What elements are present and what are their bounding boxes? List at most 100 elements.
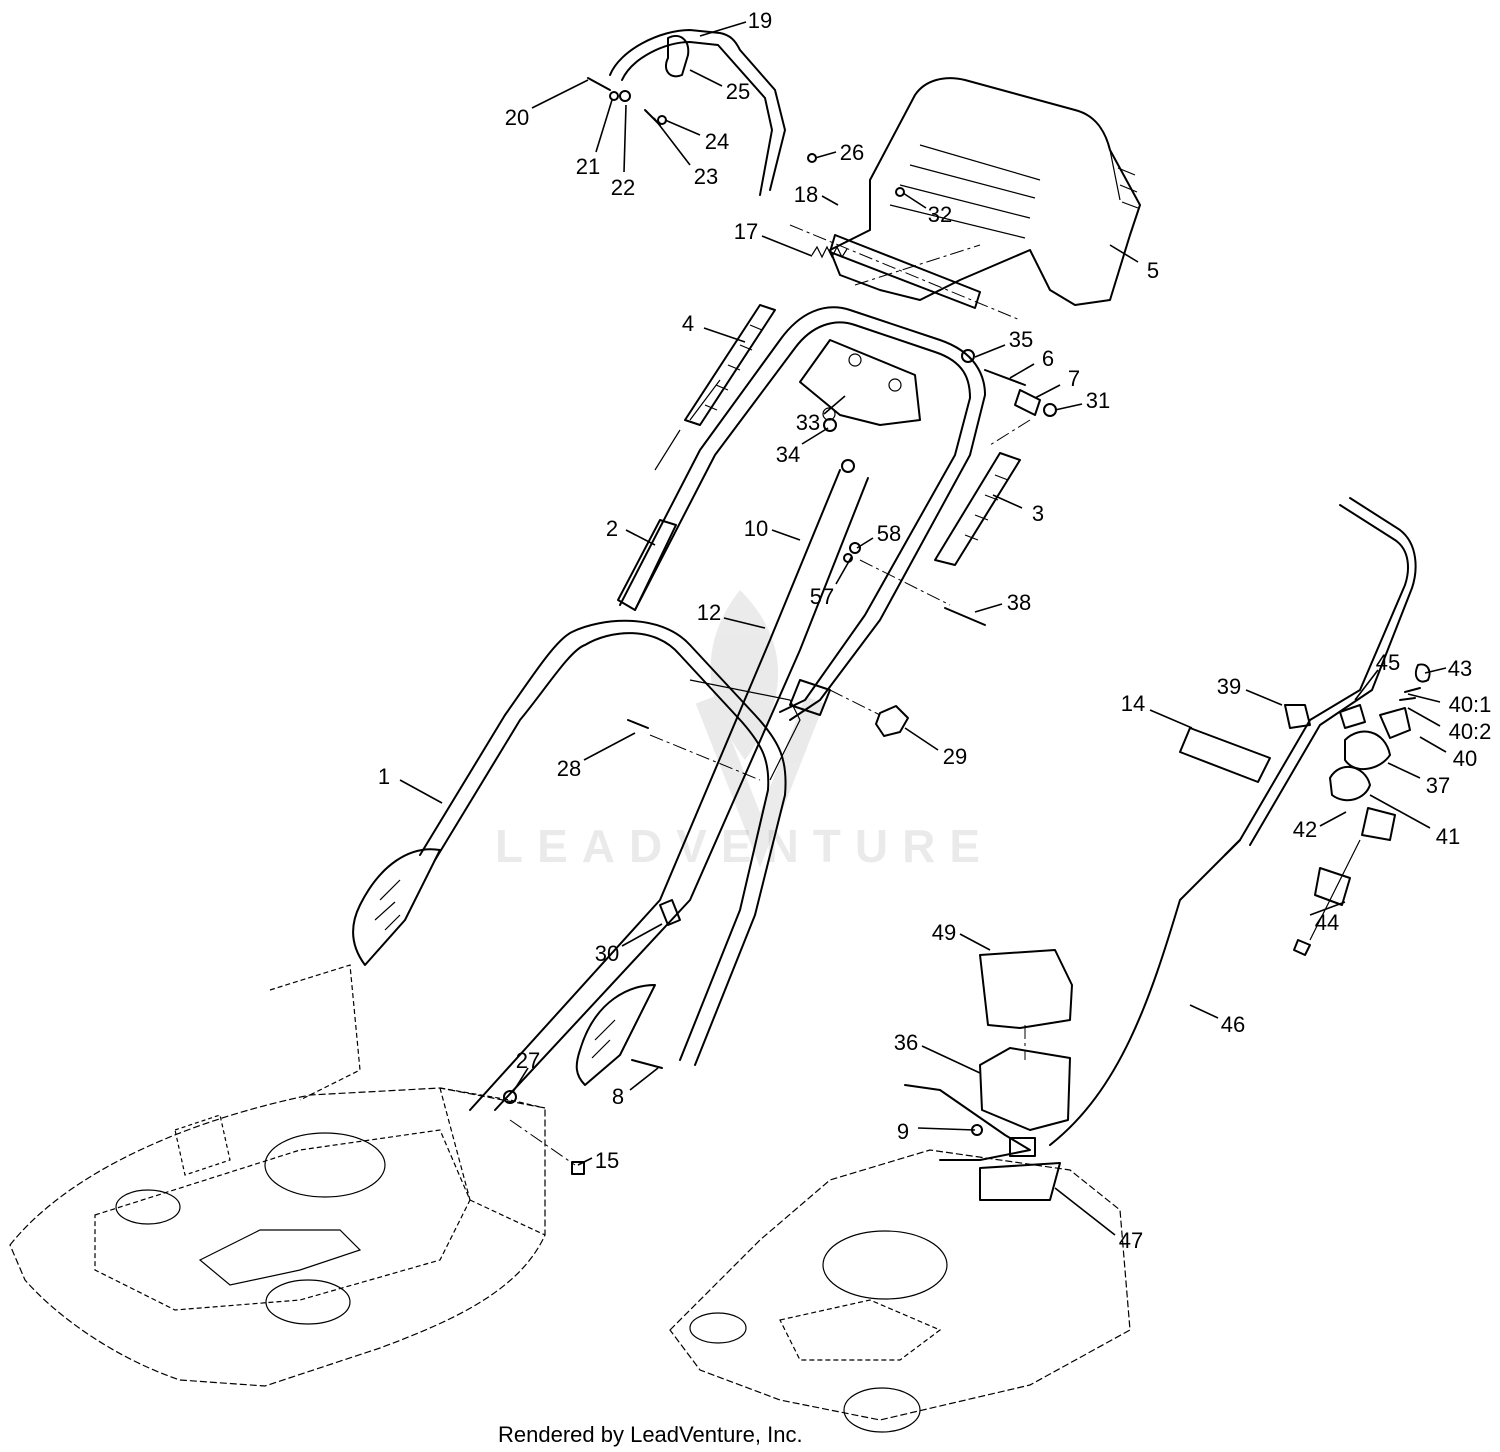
bail-housing <box>829 77 1141 306</box>
callout-leader <box>689 69 723 87</box>
callout-number: 27 <box>516 1048 540 1073</box>
callout-number: 35 <box>1009 327 1033 352</box>
bail-link-plate <box>829 234 981 309</box>
callout-leader <box>814 151 837 159</box>
callout-38: 38 <box>974 590 1031 615</box>
callout-leader <box>992 494 1023 509</box>
callout-leader <box>1109 244 1139 263</box>
mower-deck-right <box>669 1149 1131 1433</box>
callout-number: 57 <box>810 584 834 609</box>
callout-24: 24 <box>664 119 729 154</box>
callout-number: 39 <box>1217 674 1241 699</box>
callout-leader <box>699 21 747 37</box>
upper-handle <box>617 306 986 721</box>
handle-bail-bar <box>609 29 786 196</box>
callout-number: 33 <box>796 410 820 435</box>
callout-leader <box>399 779 443 804</box>
callout-number: 6 <box>1042 346 1054 371</box>
callout-41: 41 <box>1369 794 1460 849</box>
callout-17: 17 <box>734 219 813 257</box>
callout-14: 14 <box>1121 691 1193 729</box>
watermark-text: LEADVENTURE <box>495 820 994 872</box>
callout-number: 14 <box>1121 691 1145 716</box>
callout-number: 24 <box>705 129 729 154</box>
callout-number: 40 <box>1453 746 1477 771</box>
footer-credit: Rendered by LeadVenture, Inc. <box>498 1422 803 1447</box>
callout-leader <box>856 537 874 549</box>
callout-number: 19 <box>748 8 772 33</box>
callout-leader <box>921 1045 981 1074</box>
callout-number: 10 <box>744 516 768 541</box>
callout-23: 23 <box>653 117 718 189</box>
callout-number: 42 <box>1293 817 1317 842</box>
callout-number: 20 <box>505 105 529 130</box>
callout-leader <box>1407 693 1441 703</box>
callout-number: 43 <box>1448 656 1472 681</box>
callout-number: 41 <box>1436 824 1460 849</box>
handle-grip-right <box>934 452 1021 566</box>
callout-leader <box>664 119 701 136</box>
callout-number: 5 <box>1147 258 1159 283</box>
callout-leader <box>1369 794 1431 829</box>
callout-leader <box>583 732 636 761</box>
callout-leader <box>577 1157 593 1166</box>
callout-45: 45 <box>1354 650 1400 701</box>
callout-3: 3 <box>992 494 1044 526</box>
callout-number: 26 <box>840 140 864 165</box>
callout-4: 4 <box>682 311 746 343</box>
callout-number: 15 <box>595 1148 619 1173</box>
foam-grip <box>1179 727 1271 783</box>
callout-number: 40:1 <box>1449 692 1492 717</box>
callout-leader <box>723 617 766 629</box>
callout-leader <box>595 99 613 153</box>
callout-leader <box>1054 1187 1116 1236</box>
callout-leader <box>1054 403 1083 411</box>
callout-leader <box>801 427 829 445</box>
callout-25: 25 <box>689 69 750 104</box>
callout-number: 45 <box>1376 650 1400 675</box>
callout-number: 44 <box>1315 910 1339 935</box>
callout-leader <box>771 529 801 541</box>
callout-number: 36 <box>894 1030 918 1055</box>
callout-number: 58 <box>877 521 901 546</box>
callout-40-2: 40:2 <box>1407 707 1492 744</box>
callout-42: 42 <box>1293 811 1347 842</box>
callout-leader <box>761 235 813 257</box>
callout-15: 15 <box>577 1148 619 1173</box>
callout-leader <box>974 344 1006 358</box>
callout-leader <box>1245 689 1283 706</box>
callout-leader <box>904 727 939 751</box>
callout-number: 31 <box>1086 388 1110 413</box>
callout-34: 34 <box>776 427 829 467</box>
callout-47: 47 <box>1054 1187 1143 1253</box>
callout-2: 2 <box>606 516 656 546</box>
callout-29: 29 <box>904 727 967 769</box>
callout-number: 7 <box>1068 366 1080 391</box>
callout-36: 36 <box>894 1030 981 1074</box>
callout-number: 28 <box>557 756 581 781</box>
callout-leader <box>1419 736 1447 753</box>
callout-leader <box>1034 384 1061 399</box>
callout-number: 49 <box>932 920 956 945</box>
callout-leader <box>1387 762 1421 779</box>
callout-58: 58 <box>856 521 901 549</box>
callout-39: 39 <box>1217 674 1283 706</box>
callout-46: 46 <box>1189 1004 1245 1037</box>
callout-leader <box>1149 709 1193 729</box>
callout-number: 40:2 <box>1449 719 1492 744</box>
callout-22: 22 <box>611 104 635 200</box>
callout-leader <box>1009 363 1035 379</box>
callout-5: 5 <box>1109 244 1159 283</box>
alignment-lines <box>509 224 1031 1166</box>
callout-9: 9 <box>897 1119 976 1144</box>
callout-35: 35 <box>974 327 1033 358</box>
callout-leader <box>1189 1004 1219 1019</box>
callout-number: 2 <box>606 516 618 541</box>
control-bracket <box>799 339 921 426</box>
callout-leader <box>974 603 1003 613</box>
callout-number: 30 <box>595 941 619 966</box>
callout-40: 40 <box>1419 736 1477 771</box>
callout-leader <box>1407 707 1441 727</box>
callout-leader <box>1424 667 1447 674</box>
